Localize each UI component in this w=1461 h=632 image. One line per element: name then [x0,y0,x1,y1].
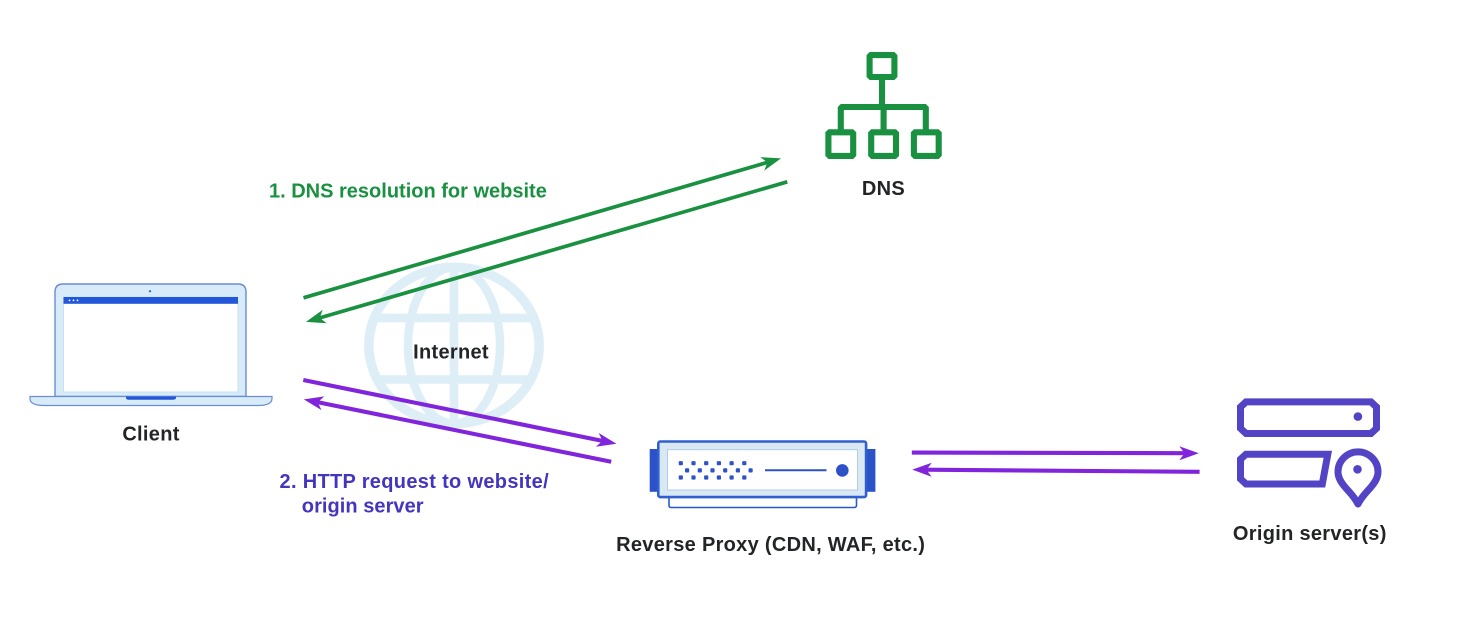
svg-text:2. HTTP request to website/: 2. HTTP request to website/ [280,471,550,493]
svg-text:Origin server(s): Origin server(s) [1233,523,1387,545]
svg-text:Client: Client [122,424,179,446]
svg-text:Internet: Internet [413,342,489,364]
svg-text:DNS: DNS [862,178,905,200]
svg-text:origin server: origin server [302,496,424,518]
svg-text:1. DNS resolution for website: 1. DNS resolution for website [269,181,547,203]
svg-text:Reverse Proxy (CDN, WAF, etc.): Reverse Proxy (CDN, WAF, etc.) [616,534,925,556]
